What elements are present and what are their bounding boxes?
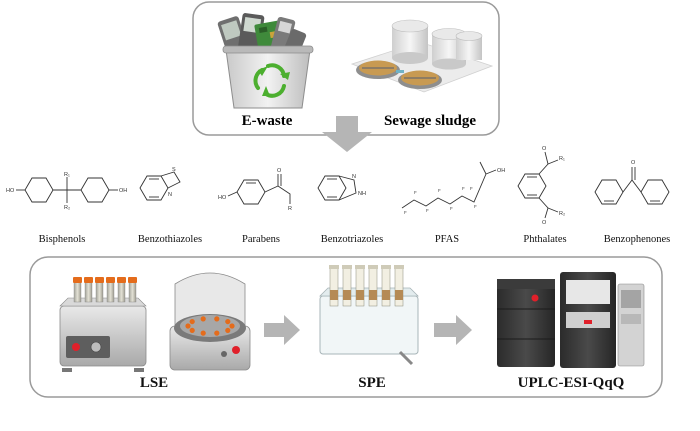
compound-structures [16, 151, 670, 219]
atom-f-pfas: F [470, 186, 473, 191]
atom-o-benzophenone: O [631, 160, 636, 166]
rotor-tube [189, 327, 195, 334]
sample-tube [95, 281, 104, 303]
spe-cartridge-rim [329, 265, 339, 269]
e-waste-bin-illustration [217, 13, 314, 109]
atom-s-benzothiazole: S [172, 167, 176, 173]
centrifuge-illustration [169, 272, 251, 371]
down-arrow [322, 116, 372, 152]
rotor-tube [200, 316, 206, 322]
compound-label-parabens: Parabens [242, 234, 280, 245]
rotor-tube [200, 330, 206, 336]
spe-cartridge [355, 267, 365, 307]
rotor-tube [229, 323, 235, 329]
compound-label-benzophenones: Benzophenones [604, 234, 670, 245]
compound-label-pfas: PFAS [435, 234, 459, 245]
compound-label-bisphenols: Bisphenols [39, 234, 86, 245]
step-label-spe: SPE [358, 375, 386, 391]
atom-r-paraben: R [288, 206, 292, 212]
compound-label-benzotriazoles: Benzotriazoles [321, 234, 383, 245]
atom-ho-paraben: HO [218, 195, 227, 201]
spe-sorbent [382, 290, 390, 300]
arrow-spe-to-uplc [434, 315, 472, 345]
spe-manifold-illustration [319, 265, 419, 366]
spe-cartridge-rim [342, 265, 352, 269]
atom-o-phthalate-bottom: O [542, 220, 547, 226]
benzophenone-structure [594, 167, 670, 205]
atom-f-pfas: F [414, 190, 417, 195]
spe-sorbent [395, 290, 403, 300]
atom-n-benzothiazole: N [168, 192, 172, 198]
atom-ho-bisphenol: HO [6, 188, 15, 194]
sample-tube [73, 281, 82, 303]
sample-tube [106, 281, 115, 303]
benzothiazole-structure [139, 171, 181, 201]
spe-cartridge-rim [381, 265, 391, 269]
spe-cartridge [329, 267, 339, 307]
sewage-sludge-label: Sewage sludge [384, 113, 476, 129]
pfas-structure [401, 161, 497, 209]
spe-sorbent [369, 290, 377, 300]
atom-r2-phthalate: R₂ [559, 211, 565, 217]
atom-r2-bisphenol: R₂ [64, 205, 70, 211]
compound-label-benzothiazoles: Benzothiazoles [138, 234, 202, 245]
spe-sorbent [356, 290, 364, 300]
rotor-tube [225, 318, 231, 325]
atom-f-pfas: F [462, 186, 465, 191]
tube-cap [73, 277, 82, 283]
tube-cap [106, 277, 115, 283]
rotor-tube [225, 327, 231, 334]
phthalate-structure [517, 151, 559, 219]
atom-f-pfas: F [450, 206, 453, 211]
atom-r1-bisphenol: R₁ [64, 172, 70, 178]
atom-n-benzotriazole: N [352, 174, 356, 180]
sample-tube [128, 281, 137, 303]
ultrasonic-bath-illustration [59, 277, 147, 372]
paraben-structure [227, 174, 291, 205]
step-label-uplc: UPLC-ESI-QqQ [518, 375, 625, 391]
spe-cartridge [381, 267, 391, 307]
atom-o-paraben: O [277, 168, 282, 174]
benzotriazole-structure [317, 175, 357, 201]
spe-sorbent [343, 290, 351, 300]
rotor-tube [185, 323, 191, 329]
step-label-lse: LSE [140, 375, 168, 391]
atom-r1-phthalate: R₁ [559, 156, 565, 162]
spe-cartridge-rim [394, 265, 404, 269]
compound-label-phthalates: Phthalates [523, 234, 566, 245]
sample-tube [117, 281, 126, 303]
atom-oh-bisphenol: OH [119, 188, 127, 194]
spe-cartridge [394, 267, 404, 307]
rotor-tube [214, 316, 220, 322]
atom-nh-benzotriazole: NH [358, 191, 366, 197]
tube-cap [95, 277, 104, 283]
sample-tube [84, 281, 93, 303]
rotor-tube [189, 318, 195, 325]
tube-cap [128, 277, 137, 283]
e-waste-label: E-waste [242, 113, 293, 129]
spe-cartridge-rim [355, 265, 365, 269]
atom-f-pfas: F [474, 204, 477, 209]
atom-o-phthalate-top: O [542, 146, 547, 152]
uplc-ms-illustration [497, 272, 645, 368]
sewage-plant-illustration [350, 19, 494, 93]
atom-f-pfas: F [438, 188, 441, 193]
atom-f-pfas: F [404, 210, 407, 215]
spe-cartridge [368, 267, 378, 307]
atom-oh-pfas: OH [497, 168, 505, 174]
tube-cap [84, 277, 93, 283]
rotor-tube [214, 330, 220, 336]
spe-cartridge [342, 267, 352, 307]
spe-sorbent [330, 290, 338, 300]
spe-cartridge-rim [368, 265, 378, 269]
atom-f-pfas: F [426, 208, 429, 213]
arrow-lse-to-spe [264, 315, 300, 345]
bisphenol-structure [16, 177, 118, 203]
tube-cap [117, 277, 126, 283]
